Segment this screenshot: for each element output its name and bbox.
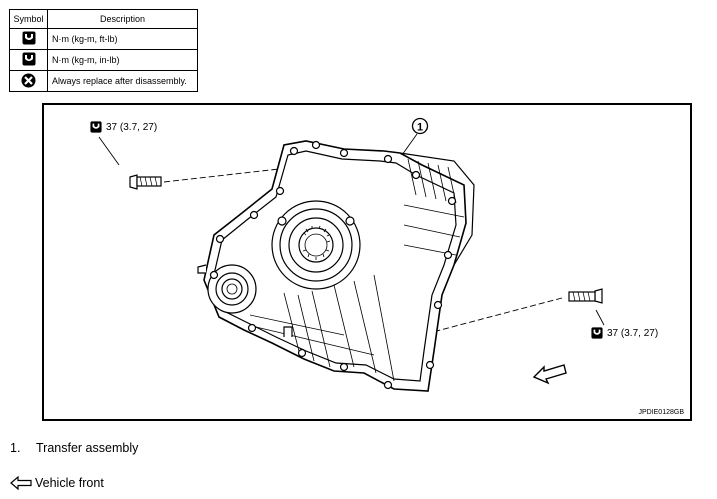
vehicle-front-caption: Vehicle front — [10, 476, 104, 490]
legend-header-description: Description — [47, 9, 198, 29]
torque-value: 37 (3.7, 27) — [106, 121, 158, 133]
front-label: Vehicle front — [35, 476, 104, 490]
always-replace-icon — [21, 73, 36, 87]
legend-row: N·m (kg-m, ft-lb) — [9, 28, 198, 50]
torque-label-top-left: 37 (3.7, 27) — [90, 121, 157, 133]
torque-wrench-icon — [90, 121, 102, 133]
diagram-frame: 1 37 (3.7, 27) 37 (3.7, 27) JPDIE0128GB — [42, 103, 692, 421]
figure-id: JPDIE0128GB — [638, 409, 684, 416]
vehicle-front-arrow — [532, 364, 567, 385]
svg-text:1: 1 — [417, 122, 423, 134]
legend-description: N·m (kg-m, in-lb) — [47, 49, 198, 71]
symbol-legend-table: Symbol Description N·m (kg-m, ft-lb) N·m… — [9, 9, 198, 92]
torque-label-right: 37 (3.7, 27) — [591, 327, 658, 339]
bolt-right — [568, 288, 603, 304]
legend-header-row: Symbol Description — [9, 9, 198, 29]
bolt-top-left — [129, 174, 162, 190]
front-arrow-icon — [10, 476, 32, 490]
legend-row: N·m (kg-m, in-lb) — [9, 49, 198, 71]
torque-wrench-icon — [591, 327, 603, 339]
legend-description: Always replace after disassembly. — [47, 70, 198, 92]
part-number: 1. — [10, 441, 21, 455]
legend-header-symbol: Symbol — [9, 9, 48, 29]
callout-1: 1 — [411, 117, 429, 135]
legend-row: Always replace after disassembly. — [9, 70, 198, 92]
torque-wrench-inlb-icon — [22, 52, 35, 66]
legend-description: N·m (kg-m, ft-lb) — [47, 28, 198, 50]
transfer-assembly-drawing: 1 — [98, 117, 605, 392]
torque-wrench-icon — [22, 31, 35, 45]
part-caption: 1. Transfer assembly — [10, 441, 138, 455]
part-name: Transfer assembly — [36, 441, 139, 455]
torque-value: 37 (3.7, 27) — [607, 327, 659, 339]
